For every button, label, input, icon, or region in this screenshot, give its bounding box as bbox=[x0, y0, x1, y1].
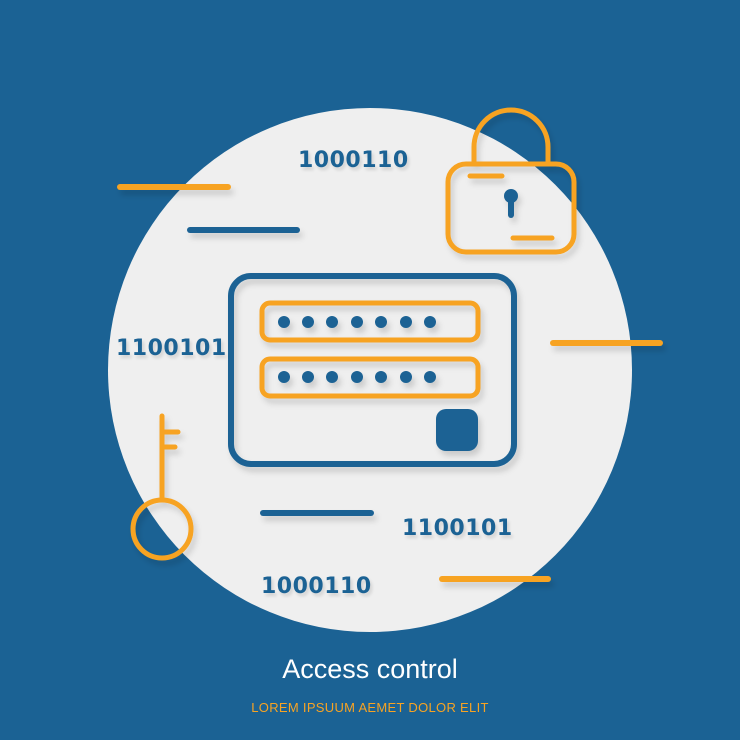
binary-label-left: 1100101 bbox=[116, 336, 227, 361]
password-field-1 bbox=[259, 300, 481, 343]
background-circle bbox=[108, 108, 632, 632]
binary-label-bottom-right: 1100101 bbox=[402, 516, 513, 541]
password-field-2 bbox=[259, 356, 481, 399]
fingerprint-square bbox=[436, 409, 478, 451]
login-card-icon bbox=[228, 273, 517, 467]
padlock-icon bbox=[445, 107, 577, 255]
binary-label-bottom: 1000110 bbox=[261, 574, 372, 599]
page-subtitle: LOREM IPSUUM AEMET DOLOR ELIT bbox=[251, 700, 489, 715]
page-title: Access control bbox=[282, 654, 458, 684]
key-icon bbox=[130, 413, 194, 561]
binary-label-top: 1000110 bbox=[298, 148, 409, 173]
password-dots-icon bbox=[278, 316, 436, 383]
